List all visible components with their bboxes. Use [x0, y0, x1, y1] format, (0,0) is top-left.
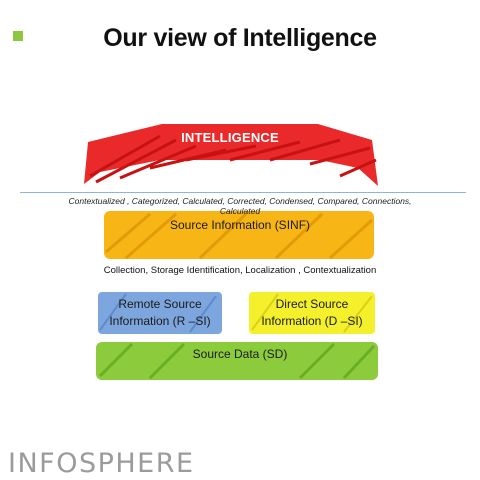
- rsi-label: Remote Source Information (R –SI): [109, 297, 211, 328]
- dsi-box: [249, 292, 375, 334]
- bullet-square: [13, 31, 23, 41]
- intelligence-scribble: [89, 134, 377, 184]
- rsi-box: [98, 292, 222, 334]
- process-steps-top: Contextualized , Categorized, Calculated…: [68, 196, 412, 216]
- sd-scribble: [98, 342, 376, 380]
- infosphere-logo: INFOSPHERE: [8, 448, 195, 479]
- intelligence-roof: [84, 124, 378, 186]
- rsi-scribble: [99, 293, 217, 333]
- sinf-band: [104, 211, 374, 259]
- divider-line: [20, 192, 466, 193]
- sd-label: Source Data (SD): [192, 347, 288, 361]
- dsi-scribble: [251, 293, 373, 333]
- sinf-scribble: [105, 212, 374, 260]
- process-steps-mid: Collection, Storage Identification, Loca…: [103, 265, 377, 276]
- intelligence-label: INTELLIGENCE: [181, 130, 279, 145]
- dsi-label: Direct Source Information (D –SI): [261, 297, 363, 328]
- sinf-label: Source Information (SINF): [169, 218, 311, 232]
- slide-title: Our view of Intelligence: [103, 24, 377, 52]
